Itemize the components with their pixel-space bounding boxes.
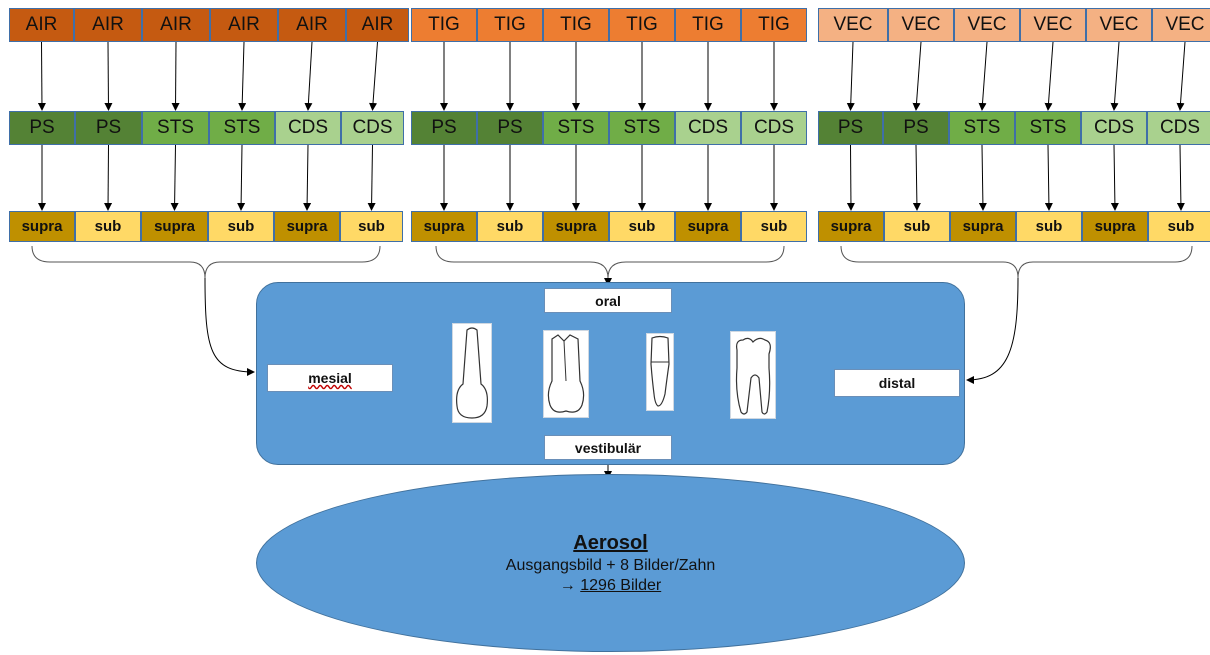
tip-sts-cell: STS (142, 111, 209, 145)
flow-arrow (978, 41, 988, 111)
method-tig-cell: TIG (741, 8, 807, 42)
aerosol-title: Aerosol (573, 532, 648, 554)
method-vec-cell: VEC (1020, 8, 1086, 42)
tip-ps-cell: PS (9, 111, 75, 145)
flow-arrow (1176, 41, 1186, 111)
flow-arrow (237, 144, 246, 211)
flow-arrow (1044, 144, 1053, 211)
site-supra-cell: supra (543, 211, 609, 242)
tip-ps-cell: PS (883, 111, 949, 145)
tip-sts-cell: STS (609, 111, 675, 145)
arrow-right-icon: → (559, 577, 576, 594)
site-sub-cell: sub (340, 211, 403, 242)
site-supra-cell: supra (9, 211, 75, 242)
site-sub-cell: sub (208, 211, 274, 242)
flow-vec-to-distal (966, 277, 1019, 384)
flow-arrow (303, 144, 312, 211)
method-air-cell: AIR (278, 8, 346, 42)
method-vec-cell: VEC (888, 8, 954, 42)
flow-arrow (238, 41, 247, 111)
site-sub-cell: sub (741, 211, 807, 242)
site-sub-cell: sub (477, 211, 543, 242)
flow-arrow (1110, 41, 1120, 111)
method-tig-cell: TIG (543, 8, 609, 42)
flow-arrow (170, 144, 179, 211)
flow-arrow (369, 41, 378, 111)
flow-arrow (846, 41, 855, 111)
flow-arrow (37, 41, 46, 111)
tip-sts-cell: STS (209, 111, 275, 145)
flow-arrow (104, 144, 113, 211)
site-supra-cell: supra (818, 211, 884, 242)
premolar-tooth-icon (543, 330, 589, 418)
flow-arrow (367, 144, 376, 211)
site-supra-cell: supra (411, 211, 477, 242)
flow-arrow (912, 41, 922, 111)
site-supra-cell: supra (274, 211, 340, 242)
aerosol-text-block: Aerosol Ausgangsbild + 8 Bilder/Zahn → 1… (256, 530, 965, 596)
tip-cds-cell: CDS (1147, 111, 1210, 145)
flow-arrow (912, 144, 921, 211)
mesial-text: mesial (308, 370, 352, 386)
method-tig-cell: TIG (609, 8, 675, 42)
method-air-cell: AIR (346, 8, 409, 42)
method-tig-cell: TIG (411, 8, 477, 42)
vestibular-label: vestibulär (544, 435, 672, 460)
tip-cds-cell: CDS (741, 111, 807, 145)
site-supra-cell: supra (950, 211, 1016, 242)
flow-arrow (846, 144, 855, 211)
tip-ps-cell: PS (477, 111, 543, 145)
site-sub-cell: sub (884, 211, 950, 242)
site-supra-cell: supra (1082, 211, 1148, 242)
tip-sts-cell: STS (1015, 111, 1081, 145)
method-tig-cell: TIG (675, 8, 741, 42)
tip-ps-cell: PS (411, 111, 477, 145)
tip-cds-cell: CDS (275, 111, 341, 145)
method-vec-cell: VEC (818, 8, 888, 42)
site-sub-cell: sub (75, 211, 141, 242)
oral-label: oral (544, 288, 672, 313)
site-supra-cell: supra (141, 211, 208, 242)
tip-cds-cell: CDS (1081, 111, 1147, 145)
method-vec-cell: VEC (1152, 8, 1210, 42)
method-vec-cell: VEC (1086, 8, 1152, 42)
flow-arrow (171, 41, 180, 111)
site-supra-cell: supra (675, 211, 741, 242)
flow-arrow (304, 41, 313, 111)
method-air-cell: AIR (210, 8, 278, 42)
incisor-tooth-icon (452, 323, 492, 423)
tip-ps-cell: PS (818, 111, 883, 145)
method-air-cell: AIR (142, 8, 210, 42)
flow-arrow (1044, 41, 1054, 111)
aerosol-total-count: 1296 Bilder (580, 577, 662, 594)
aerosol-total: → 1296 Bilder (256, 576, 965, 596)
flow-arrow (978, 144, 987, 211)
tip-cds-cell: CDS (341, 111, 404, 145)
site-sub-cell: sub (1016, 211, 1082, 242)
site-sub-cell: sub (609, 211, 675, 242)
tip-ps-cell: PS (75, 111, 142, 145)
aerosol-ellipse (256, 474, 965, 652)
molar-tooth-icon (730, 331, 776, 419)
tip-sts-cell: STS (949, 111, 1015, 145)
method-air-cell: AIR (9, 8, 74, 42)
method-tig-cell: TIG (477, 8, 543, 42)
site-sub-cell: sub (1148, 211, 1210, 242)
group-brace-vec (840, 245, 1193, 279)
mesial-label: mesial (267, 364, 393, 392)
method-vec-cell: VEC (954, 8, 1020, 42)
group-brace-tig (435, 245, 785, 279)
tip-sts-cell: STS (543, 111, 609, 145)
canine-tooth-icon (646, 333, 674, 411)
flow-air-to-mesial (204, 277, 255, 376)
distal-label: distal (834, 369, 960, 397)
flow-arrow (104, 41, 113, 111)
group-brace-air (31, 245, 381, 279)
flow-arrow (1176, 144, 1185, 211)
flow-arrow (1110, 144, 1119, 211)
aerosol-images-per-tooth: Ausgangsbild + 8 Bilder/Zahn (505, 557, 716, 574)
tip-cds-cell: CDS (675, 111, 741, 145)
method-air-cell: AIR (74, 8, 142, 42)
